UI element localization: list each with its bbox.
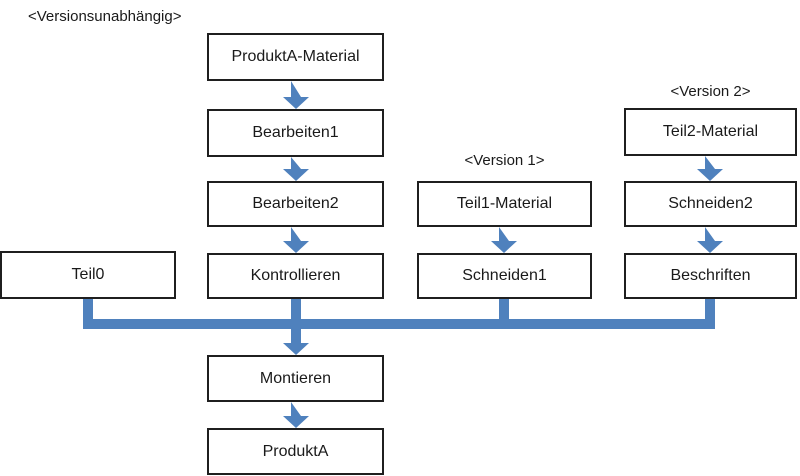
connector-beschriften-drop bbox=[705, 297, 715, 329]
label-version-2: <Version 2> bbox=[670, 83, 751, 100]
arrow-produkta-material-to-bearbeiten1 bbox=[283, 81, 309, 109]
arrow-bearbeiten2-to-kontrollieren bbox=[283, 227, 309, 253]
arrow-schneiden2-to-beschriften bbox=[697, 227, 723, 253]
node-schneiden1: Schneiden1 bbox=[417, 253, 592, 299]
node-schneiden2: Schneiden2 bbox=[624, 181, 797, 227]
connector-merge-bar bbox=[83, 319, 715, 329]
label-versionsunabhaengig: <Versionsunabhängig> bbox=[28, 8, 182, 25]
node-teil1-material: Teil1-Material bbox=[417, 181, 592, 227]
node-teil0: Teil0 bbox=[0, 251, 176, 299]
node-bearbeiten2: Bearbeiten2 bbox=[207, 181, 384, 227]
node-beschriften: Beschriften bbox=[624, 253, 797, 299]
node-montieren: Montieren bbox=[207, 355, 384, 402]
node-produkta-material: ProduktA-Material bbox=[207, 33, 384, 81]
label-version-1: <Version 1> bbox=[464, 152, 545, 169]
connector-kontrollieren-stem bbox=[291, 297, 301, 343]
connector-teil0-drop bbox=[83, 297, 93, 329]
arrow-montieren-to-produkta bbox=[283, 402, 309, 428]
node-produkta: ProduktA bbox=[207, 428, 384, 475]
node-kontrollieren: Kontrollieren bbox=[207, 253, 384, 299]
connector-schneiden1-drop bbox=[499, 297, 509, 329]
connector-montieren-arrowhead bbox=[283, 343, 309, 355]
node-bearbeiten1: Bearbeiten1 bbox=[207, 109, 384, 157]
arrow-teil2-material-to-schneiden2 bbox=[697, 156, 723, 181]
arrow-teil1-material-to-schneiden1 bbox=[491, 227, 517, 253]
node-teil2-material: Teil2-Material bbox=[624, 108, 797, 156]
arrow-bearbeiten1-to-bearbeiten2 bbox=[283, 157, 309, 181]
